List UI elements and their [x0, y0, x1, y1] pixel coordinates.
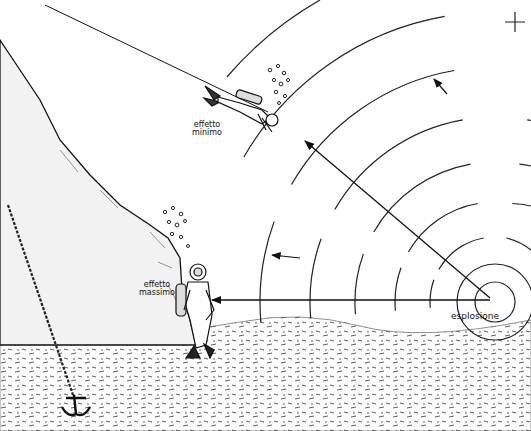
- diver-body: [218, 97, 270, 124]
- shock-wave: [457, 264, 531, 340]
- shock-waves: [227, 0, 531, 340]
- diver-arm: [184, 290, 214, 320]
- shock-wave: [430, 238, 531, 308]
- diver-tank: [176, 284, 186, 316]
- shock-arrow: [305, 141, 490, 298]
- anchor: [62, 395, 90, 415]
- diver-fins: [186, 344, 214, 358]
- bubbles: [268, 64, 289, 104]
- diver-head: [190, 264, 206, 280]
- shock-wave: [395, 204, 531, 311]
- cliff-shading: [60, 150, 176, 300]
- shock-arrow: [212, 299, 490, 300]
- sight-line: [45, 5, 268, 112]
- bubbles: [163, 206, 189, 247]
- diver-standing: [176, 264, 214, 358]
- shock-wave: [355, 164, 531, 314]
- diver-tank: [235, 89, 262, 105]
- text-label: effetto massimo: [134, 281, 180, 298]
- wave-direction-arrow: [272, 255, 300, 258]
- diver-arm: [258, 114, 272, 132]
- shock-wave: [244, 16, 445, 157]
- anchor-chain: [8, 205, 74, 398]
- wave-direction-arrow: [434, 79, 447, 94]
- shock-wave: [227, 0, 320, 77]
- text-label: esplosione: [444, 312, 506, 321]
- diver-mask: [194, 268, 202, 276]
- shock-wave: [310, 120, 531, 318]
- diver-fins: [204, 86, 220, 106]
- shock-wave: [260, 71, 454, 323]
- diver-head: [266, 114, 278, 126]
- diver-body: [184, 282, 212, 348]
- shock-wave: [505, 12, 525, 32]
- text-label: effetto minimo: [186, 121, 228, 138]
- cliff: [0, 40, 196, 345]
